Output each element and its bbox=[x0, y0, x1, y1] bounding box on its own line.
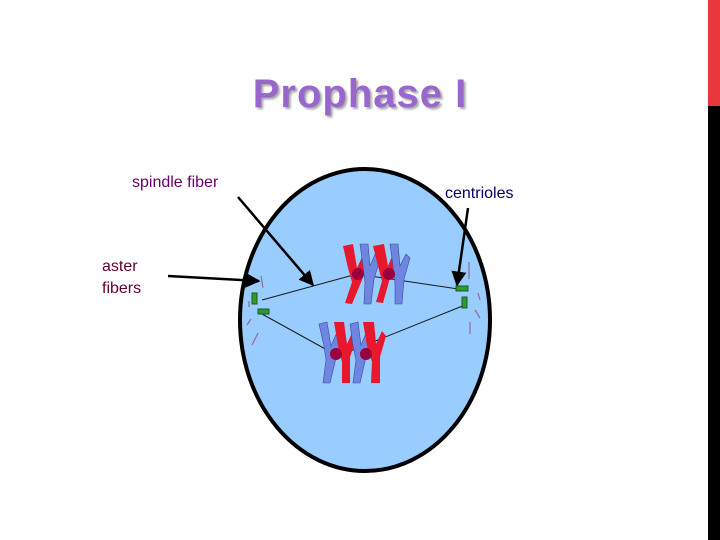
label-aster-line1: aster bbox=[102, 258, 138, 275]
label-spindle-fiber: spindle fiber bbox=[132, 174, 219, 191]
centriole-icon bbox=[251, 292, 270, 315]
label-aster-line2: fibers bbox=[102, 280, 142, 297]
cell-membrane bbox=[238, 167, 492, 473]
chromosome-icon bbox=[318, 321, 386, 384]
arrow-icon bbox=[167, 272, 261, 288]
label-aster-fibers: aster fibers bbox=[102, 256, 141, 300]
aster-fibers-right bbox=[468, 262, 481, 334]
arrow-icon bbox=[237, 196, 314, 287]
aster-fibers-left bbox=[246, 275, 264, 346]
chromosome-icon bbox=[343, 243, 411, 305]
arrow-icon bbox=[451, 207, 470, 287]
label-centrioles: centrioles bbox=[445, 185, 514, 202]
slide-side-bar bbox=[708, 0, 720, 540]
page-title: Prophase I bbox=[252, 72, 468, 116]
slide-side-bar-accent bbox=[708, 0, 720, 106]
